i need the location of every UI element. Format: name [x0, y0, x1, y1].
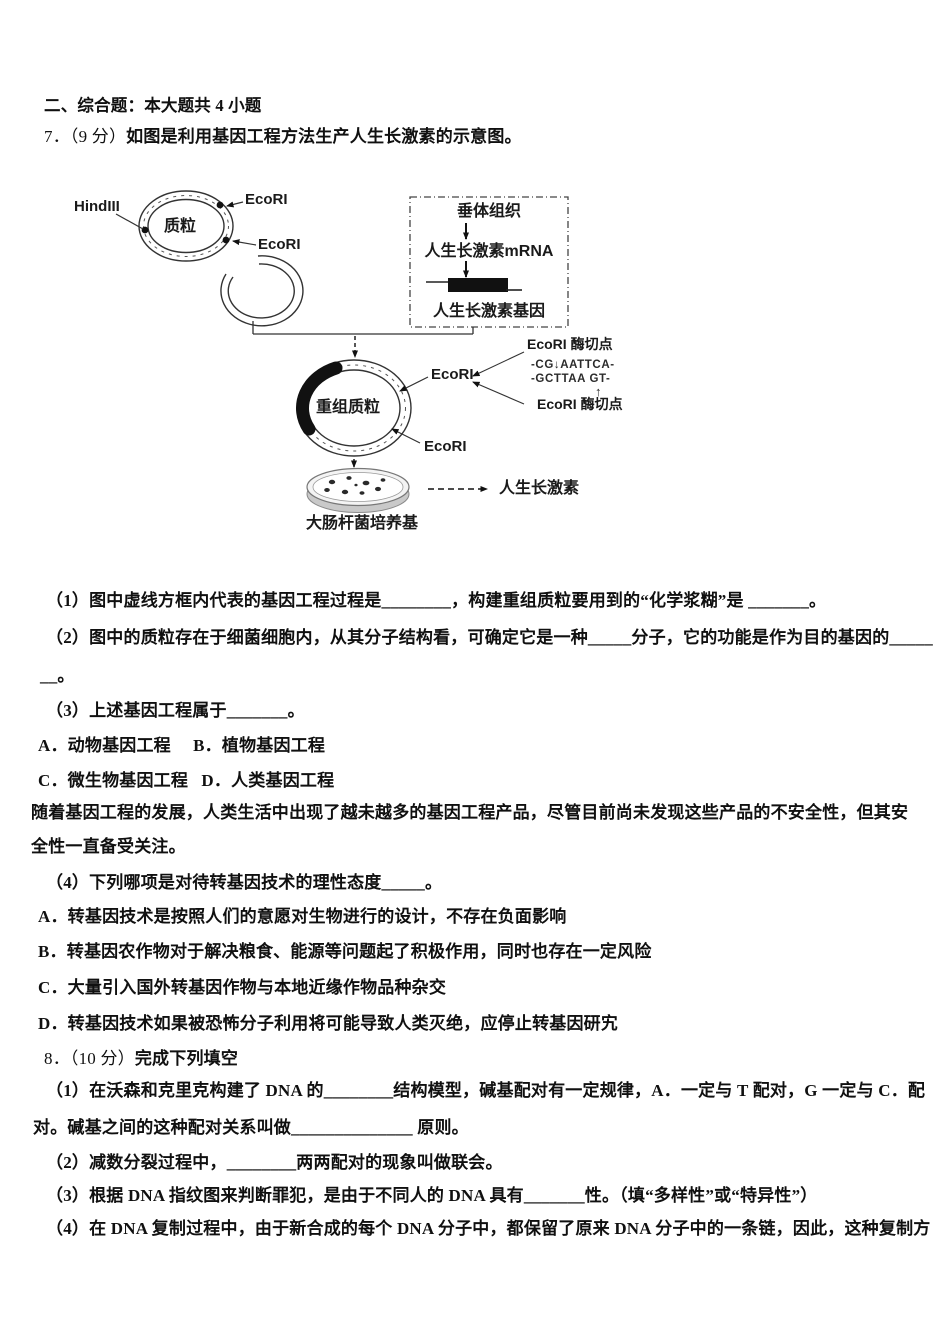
cut-site-up-arrow-icon: ↑	[595, 384, 603, 399]
growth-hormone-product-label: 人生长激素	[499, 480, 580, 497]
hindiii-pointer-line	[115, 213, 144, 230]
ecoli-culture-label: 大肠杆菌培养基	[306, 515, 419, 532]
q7-paragraph-line2: 全性一直备受关注。	[31, 837, 186, 856]
plasmid-label: 质粒	[164, 218, 197, 235]
q8-sub2: （2）减数分裂过程中，________两两配对的现象叫做联会。	[46, 1153, 503, 1172]
ecori-arrow-icon	[232, 239, 257, 246]
hindiii-site-mark	[141, 226, 149, 234]
q7-sub4: （4）下列哪项是对待转基因技术的理性态度_____。	[46, 873, 443, 892]
q7-sub2-cont: __。	[40, 666, 75, 685]
question-7-text: 如图是利用基因工程方法生产人生长激素的示意图。	[126, 127, 522, 146]
recombinant-plasmid-shape	[296, 359, 429, 457]
q7-sub4-option-a: A．转基因技术是按照人们的意愿对生物进行的设计，不存在负面影响	[38, 907, 567, 926]
question-7-stem: 7．（9 分）如图是利用基因工程方法生产人生长激素的示意图。	[44, 126, 522, 148]
growth-hormone-mrna-label: 人生长激素mRNA	[424, 243, 554, 260]
ecori-label-4: EcoRI	[424, 438, 467, 455]
ecori-site-mark-2	[222, 236, 230, 244]
ecori-label-2: EcoRI	[258, 236, 301, 253]
q7-sub3-options-ab: A．动物基因工程 B．植物基因工程	[38, 736, 326, 755]
cut-plasmid-shape	[220, 255, 304, 327]
q7-sub4-option-b: B．转基因农作物对于解决粮食、能源等问题起了积极作用，同时也存在一定风险	[38, 942, 652, 961]
growth-hormone-gene-bar	[448, 278, 508, 292]
question-8-text: 完成下列填空	[134, 1049, 239, 1068]
q8-sub4: （4）在 DNA 复制过程中，由于新合成的每个 DNA 分子中，都保留了原来 D…	[46, 1219, 931, 1238]
q7-sub2: （2）图中的质粒存在于细菌细胞内，从其分子结构看，可确定它是一种_____分子，…	[46, 628, 933, 647]
q8-sub3: （3）根据 DNA 指纹图来判断罪犯，是由于不同人的 DNA 具有_______…	[46, 1186, 818, 1205]
ecori-label-3: EcoRI	[431, 366, 474, 383]
bacteria-colonies	[324, 476, 386, 495]
q7-sub1: （1）图中虚线方框内代表的基因工程过程是________，构建重组质粒要用到的“…	[46, 591, 827, 610]
cut-site-top-strand: -CG↓AATTCA-	[531, 359, 615, 371]
question-8-stem: 8．（10 分）完成下列填空	[44, 1048, 238, 1070]
inserted-gene-arc	[296, 361, 343, 436]
ecori-cut-site-label-bottom: EcoRI 酶切点	[537, 396, 623, 412]
ecori-site-mark-1	[216, 201, 224, 209]
cut-site-callout	[472, 351, 525, 405]
ecori-arrow-icon	[399, 376, 429, 392]
recombinant-plasmid-label: 重组质粒	[316, 399, 381, 416]
question-8-number: 8．（10 分）	[44, 1049, 135, 1068]
q8-sub1: （1）在沃森和克里克构建了 DNA 的________结构模型，碱基配对有一定规…	[46, 1081, 926, 1100]
question-7-number: 7．（9 分）	[44, 127, 127, 146]
hindiii-label: HindIII	[74, 198, 120, 215]
pituitary-tissue-label: 垂体组织	[456, 203, 521, 220]
growth-hormone-gene-label: 人生长激素基因	[432, 303, 545, 320]
plasmid-shape	[115, 190, 257, 262]
q7-sub4-option-c: C．大量引入国外转基因作物与本地近缘作物品种杂交	[38, 978, 447, 997]
q8-sub1-cont: 对。碱基之间的这种配对关系叫做______________ 原则。	[33, 1118, 469, 1137]
join-connector	[252, 321, 474, 358]
section-header: 二、综合题：本大题共 4 小题	[44, 96, 262, 115]
ecori-label-1: EcoRI	[245, 191, 288, 208]
pituitary-box	[409, 196, 569, 328]
petri-dish	[306, 467, 410, 513]
gene-engineering-diagram	[115, 190, 569, 513]
q7-sub3: （3）上述基因工程属于_______。	[46, 701, 305, 720]
ecori-arrow-icon	[226, 201, 244, 208]
q7-sub3-options-cd: C．微生物基因工程 D．人类基因工程	[38, 771, 335, 790]
cut-site-bottom-strand: -GCTTAA GT-	[531, 373, 611, 385]
ecori-cut-site-label-top: EcoRI 酶切点	[527, 336, 613, 352]
q7-sub4-option-d: D．转基因技术如果被恐怖分子利用将可能导致人类灭绝，应停止转基因研宄	[38, 1014, 619, 1033]
q7-paragraph-line1: 随着基因工程的发展，人类生活中出现了越未越多的基因工程产品，尽管目前尚未发现这些…	[31, 803, 909, 822]
ecori-arrow-icon	[391, 428, 421, 444]
